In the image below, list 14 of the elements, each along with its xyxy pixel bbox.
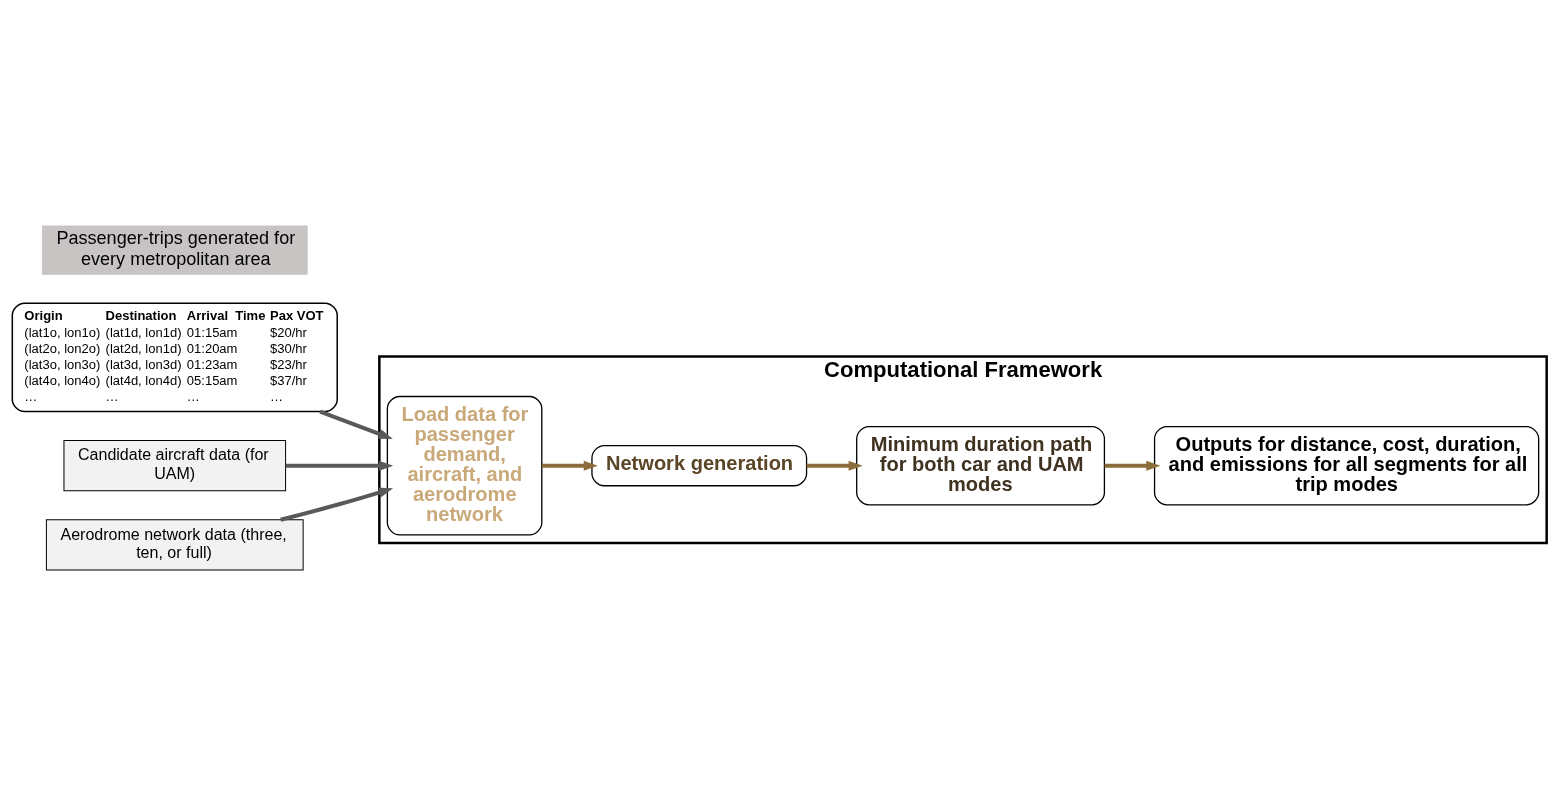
node-box: Minimum duration path for both car and UAM modes — [856, 425, 1106, 506]
arrow — [319, 409, 393, 440]
arrow — [542, 460, 598, 471]
node-box: Passenger-trips generated for every metropolitan area — [41, 225, 308, 275]
node-box: Outputs for distance, cost, duration, and emissions for all segments for all trip modes — [1153, 425, 1540, 506]
arrow — [806, 460, 863, 471]
node-box: Origin Destination Arrival Time Pax VOT (lat1o, lon1o) (lat1d, lon1d) 01:15am $20/hr (lat2o, lon2o) (lat2d, lon1d) 01:20am $30/hr (lat3o, lon3o) (lat3d, lon3d) 01:23am $23/hr (lat4o, lon4o) (lat4d, lon4d) 05:15am $37/hr … … … … — [11, 302, 338, 413]
arrow — [285, 460, 394, 471]
node-box: Load data for passenger demand, aircraft, and aerodrome network — [386, 395, 543, 536]
node-box: Network generation — [591, 445, 808, 487]
arrow — [280, 487, 394, 522]
arrow — [1104, 460, 1161, 471]
node-box: Candidate aircraft data (for UAM) — [63, 440, 287, 492]
node-box: Aerodrome network data (three, ten, or full) — [45, 519, 304, 571]
